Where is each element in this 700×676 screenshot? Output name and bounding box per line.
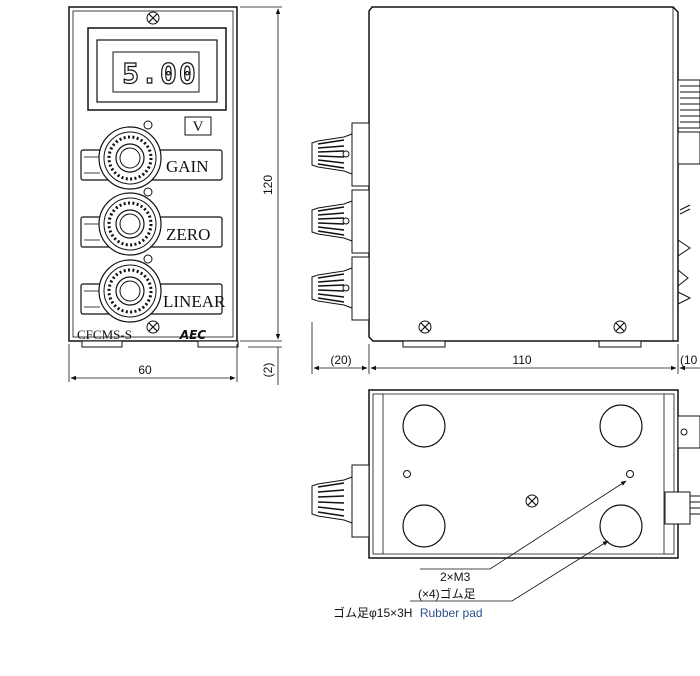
knob-gain: GAIN <box>80 120 223 190</box>
bottom-view <box>311 389 700 559</box>
callout-screw: 2×M3 <box>440 570 471 584</box>
dim-foot-height: (2) <box>261 363 275 378</box>
side-knob-3 <box>311 256 370 321</box>
svg-text:ゴム足φ15×3H Rubber pad: ゴム足φ15×3H Rubber pad <box>333 605 483 620</box>
rear-connectors <box>677 79 700 305</box>
rubber-pad-2 <box>599 404 643 448</box>
bottom-screw-icon-center <box>525 494 539 508</box>
knob-zero-label: ZERO <box>166 225 210 244</box>
rubber-pad-1 <box>402 404 446 448</box>
display-window: 5.00 <box>87 27 227 111</box>
side-knob-1 <box>311 122 370 187</box>
front-foot-left <box>81 340 123 348</box>
rubber-pad-3 <box>402 504 446 548</box>
display-value: 5.00 <box>122 57 197 90</box>
front-foot-right <box>197 340 239 348</box>
side-view <box>311 6 700 348</box>
side-foot-right <box>598 340 642 348</box>
dim-front-width: 60 <box>138 363 152 377</box>
top-screw-icon <box>146 11 160 25</box>
mount-hole-left <box>403 470 411 478</box>
callouts: 2×M3 (×4)ゴム足 ゴム足φ15×3H Rubber pad <box>333 480 627 620</box>
callout-pad-spec-jp: ゴム足φ15×3H <box>333 605 412 620</box>
side-foot-left <box>402 340 446 348</box>
side-dimensions: (20) 110 (10 <box>311 322 700 374</box>
knob-linear-label: LINEAR <box>163 292 226 311</box>
front-view: 5.00 V GAIN ZER <box>68 6 239 348</box>
bottom-screw-icon <box>146 320 160 334</box>
dim-body-depth: 110 <box>512 353 531 367</box>
logo-text: AEC <box>179 328 206 342</box>
callout-feet-count: (×4)ゴム足 <box>418 586 476 601</box>
dim-connector-depth: (10 <box>680 353 698 367</box>
dim-knob-depth: (20) <box>330 353 351 367</box>
callout-pad-spec-en: Rubber pad <box>420 606 483 620</box>
knob-linear: LINEAR <box>80 254 226 323</box>
knob-zero: ZERO <box>80 187 223 256</box>
unit-label: V <box>193 119 204 135</box>
side-screw-left-icon <box>418 320 432 334</box>
rubber-pad-4 <box>599 504 643 548</box>
knob-gain-label: GAIN <box>166 157 209 176</box>
dim-front-height: 120 <box>261 175 275 195</box>
front-dimensions: 60 120 (2) <box>68 6 282 385</box>
side-knob-2 <box>311 189 370 254</box>
model-label: CFCMS-S <box>77 327 132 342</box>
side-screw-right-icon <box>613 320 627 334</box>
mount-hole-right <box>626 470 634 478</box>
unit-box <box>184 116 212 136</box>
